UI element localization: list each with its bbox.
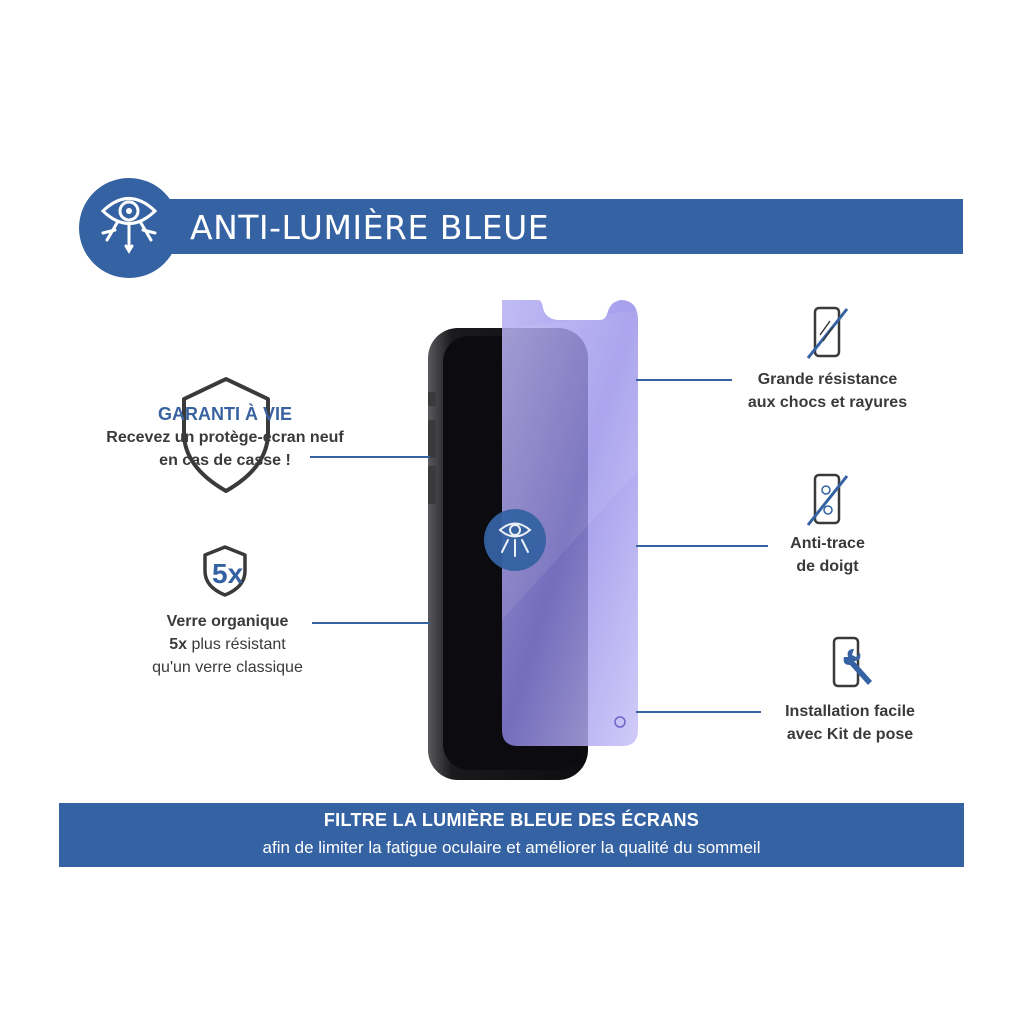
eye-icon (100, 197, 158, 254)
feature-line: 5x plus résistant (169, 636, 286, 653)
shield-5x-icon: 5x (203, 545, 247, 597)
phone-scratch-icon (806, 306, 849, 359)
header-badge (79, 178, 179, 278)
connector-line (312, 622, 430, 624)
feature-line: Grande résistance (757, 371, 898, 388)
phone-side-button (428, 420, 436, 458)
connector-line (310, 456, 430, 458)
feature-antitrace: Anti-trace de doigt (760, 532, 895, 578)
header-band (160, 199, 963, 254)
bottom-subtitle: afin de limiter la fatigue oculaire et a… (262, 838, 761, 857)
feature-title: Verre organique (166, 613, 289, 630)
feature-resistance: Grande résistance aux chocs et rayures (720, 368, 935, 414)
feature-line: de doigt (796, 558, 859, 575)
feature-line: Installation facile (785, 703, 915, 720)
logo-mark-icon (614, 716, 626, 728)
feature-line: aux chocs et rayures (747, 394, 908, 411)
page-title: ANTI-LUMIÈRE BLEUE (190, 208, 550, 247)
phone-wrench-icon (832, 636, 872, 688)
connector-line (636, 711, 761, 713)
feature-line: Anti-trace (790, 535, 865, 552)
connector-line (636, 545, 768, 547)
screen-protector (502, 300, 638, 746)
feature-line: avec Kit de pose (786, 726, 914, 743)
feature-installation: Installation facile avec Kit de pose (755, 700, 945, 746)
feature-title: GARANTI À VIE (157, 404, 292, 424)
feature-line: qu'un verre classique (152, 659, 303, 676)
phone-fingerprint-icon (806, 473, 849, 526)
eye-icon (498, 522, 532, 557)
shield-icon (182, 377, 270, 493)
feature-verre: Verre organique 5x plus résistant qu'un … (120, 610, 335, 679)
feature-line: en cas de casse ! (159, 452, 291, 469)
connector-line (636, 379, 732, 381)
bottom-title: FILTRE LA LUMIÈRE BLEUE DES ÉCRANS (323, 810, 700, 830)
phone-illustration (428, 300, 638, 780)
phone-side-button (428, 466, 436, 504)
phone-side-button (428, 392, 436, 406)
feature-line: Recevez un protège-écran neuf (106, 429, 344, 446)
feature-garanti: GARANTI À VIE Recevez un protège-écran n… (60, 403, 390, 472)
badge-text: 5x (212, 558, 244, 589)
bottom-band (59, 803, 964, 867)
